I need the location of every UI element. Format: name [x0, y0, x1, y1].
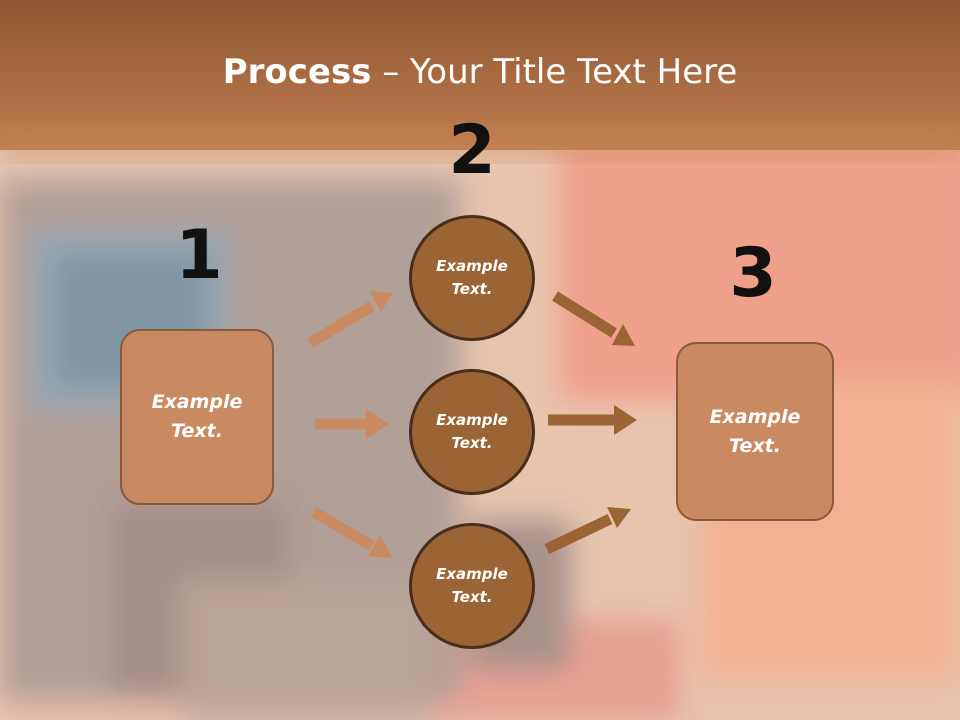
step-2-text-top: Example Text.: [436, 257, 508, 298]
arrow-upper-right: [552, 291, 635, 346]
arrow-lower-right: [544, 507, 631, 554]
step-2-circle-bottom: Example Text.: [409, 523, 535, 649]
arrow-lower-left: [311, 507, 393, 558]
arrow-middle-right: [548, 405, 637, 435]
title-bold: Process: [222, 52, 372, 92]
step-2-circle-top: Example Text.: [409, 215, 535, 341]
step-3-text: Example Text.: [709, 405, 801, 457]
step-2-text-middle: Example Text.: [436, 411, 508, 452]
step-1-text: Example Text.: [151, 391, 243, 442]
page-title: Process – Your Title Text Here: [0, 52, 960, 92]
step-1-box: Example Text.: [120, 329, 274, 505]
title-rest: – Your Title Text Here: [371, 52, 738, 92]
arrow-upper-left: [307, 291, 393, 348]
arrow-middle-left: [315, 409, 389, 439]
step-2-text-bottom: Example Text.: [436, 565, 508, 606]
step-number-3: 3: [729, 234, 777, 313]
step-number-2: 2: [448, 111, 496, 190]
step-number-1: 1: [175, 216, 223, 295]
step-2-circle-middle: Example Text.: [409, 369, 535, 495]
step-3-box: Example Text.: [676, 342, 834, 521]
